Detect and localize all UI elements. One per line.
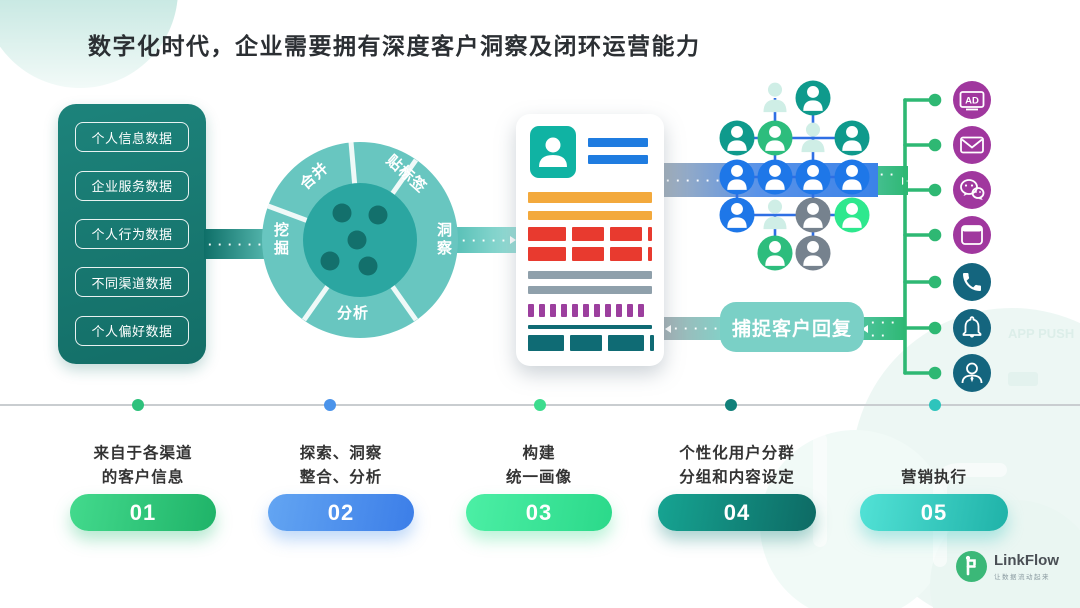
flow-band-wheel-to-card [450,227,518,253]
flow-band-reply-to-card [662,317,722,340]
card-field-bar [528,211,652,220]
phone-channel [953,263,991,301]
watermark-blob [1008,372,1038,386]
logo-texts: LinkFlow 让数据流动起来 [994,551,1059,581]
wheel-data-dots [320,203,388,276]
dotted-arrow-right-icon [452,234,516,247]
wechat-channel [953,171,991,209]
step-3: 构建 统一画像 03 [439,440,639,531]
step-label: 构建 统一画像 [505,445,572,486]
card-block-row [528,335,654,351]
card-field-bar [588,155,648,164]
ad-icon: AD [959,91,985,111]
miniprogram-channel [953,216,991,254]
capture-reply-pill: 捕捉客户回复 [720,302,864,352]
wheel-label-mine: 挖掘 [272,222,289,258]
data-source-panel: 个人信息数据 企业服务数据 个人行为数据 不同渠道数据 个人偏好数据 [58,104,206,364]
person-node [719,80,870,271]
watermark-text: APP PUSH [1008,326,1075,341]
member-icon [961,362,983,384]
step-number-pill: 03 [466,494,612,531]
channel-trunk [903,93,942,380]
linkflow-logo: LinkFlow 让数据流动起来 [956,551,1059,582]
logo-tagline: 让数据流动起来 [994,574,1050,581]
data-source-item: 个人行为数据 [75,218,189,249]
step-label: 来自于各渠道 的客户信息 [93,445,193,486]
card-field-bar [528,271,652,279]
capture-reply-label: 捕捉客户回复 [731,318,852,340]
step-label: 探索、洞察 整合、分析 [299,445,383,486]
process-wheel [262,142,458,338]
data-source-item: 个人偏好数据 [75,315,189,346]
audience-network [719,80,870,271]
mail-icon [960,136,984,154]
phone-icon [963,273,981,291]
step-number-pill: 04 [658,494,816,531]
card-field-bar [528,325,652,329]
card-field-bar [528,192,652,203]
step-number-pill: 01 [70,494,216,531]
email-channel [953,126,991,164]
app-window-icon [961,225,983,245]
timeline-dot [324,399,336,411]
card-block-row [528,227,652,241]
step-label: 个性化用户分群 分组和内容设定 [679,445,795,486]
wheel-label-analyze: 分析 [337,305,370,322]
card-field-bar [588,138,648,147]
logo-name: LinkFlow [994,552,1059,569]
timeline-dot [725,399,737,411]
data-source-item: 不同渠道数据 [75,267,189,298]
watermark-logo-pattern [811,413,1007,567]
wechat-icon [960,179,985,200]
wheel-label-insight: 洞察 [435,222,452,258]
step-4: 个性化用户分群 分组和内容设定 04 [637,440,837,531]
timeline-dot [132,399,144,411]
customer-profile-card [516,114,664,366]
card-field-bar [528,286,652,294]
dotted-arrow-left-icon [665,322,719,335]
ad-channel: AD [953,81,991,119]
person-icon [539,137,567,167]
step-2: 探索、洞察 整合、分析 02 [241,440,441,531]
notification-channel [953,309,991,347]
bell-icon [962,316,982,338]
step-5: 营销执行 05 [834,440,1034,531]
step-1: 来自于各渠道 的客户信息 01 [43,440,243,531]
card-dash-row [528,304,644,317]
linkflow-logo-icon [956,551,987,582]
member-channel [953,354,991,392]
card-block-row [528,247,652,261]
step-number-pill: 05 [860,494,1008,531]
svg-text:AD: AD [965,96,979,107]
step-number-pill: 02 [268,494,414,531]
page-title: 数字化时代，企业需要拥有深度客户洞察及闭环运营能力 [88,33,701,59]
flow-band-channels-to-reply [862,317,906,340]
data-source-item: 企业服务数据 [75,170,189,201]
timeline-dot [929,399,941,411]
timeline-dot [534,399,546,411]
avatar [530,126,576,178]
step-label: 营销执行 [900,469,967,486]
data-source-item: 个人信息数据 [75,122,189,153]
